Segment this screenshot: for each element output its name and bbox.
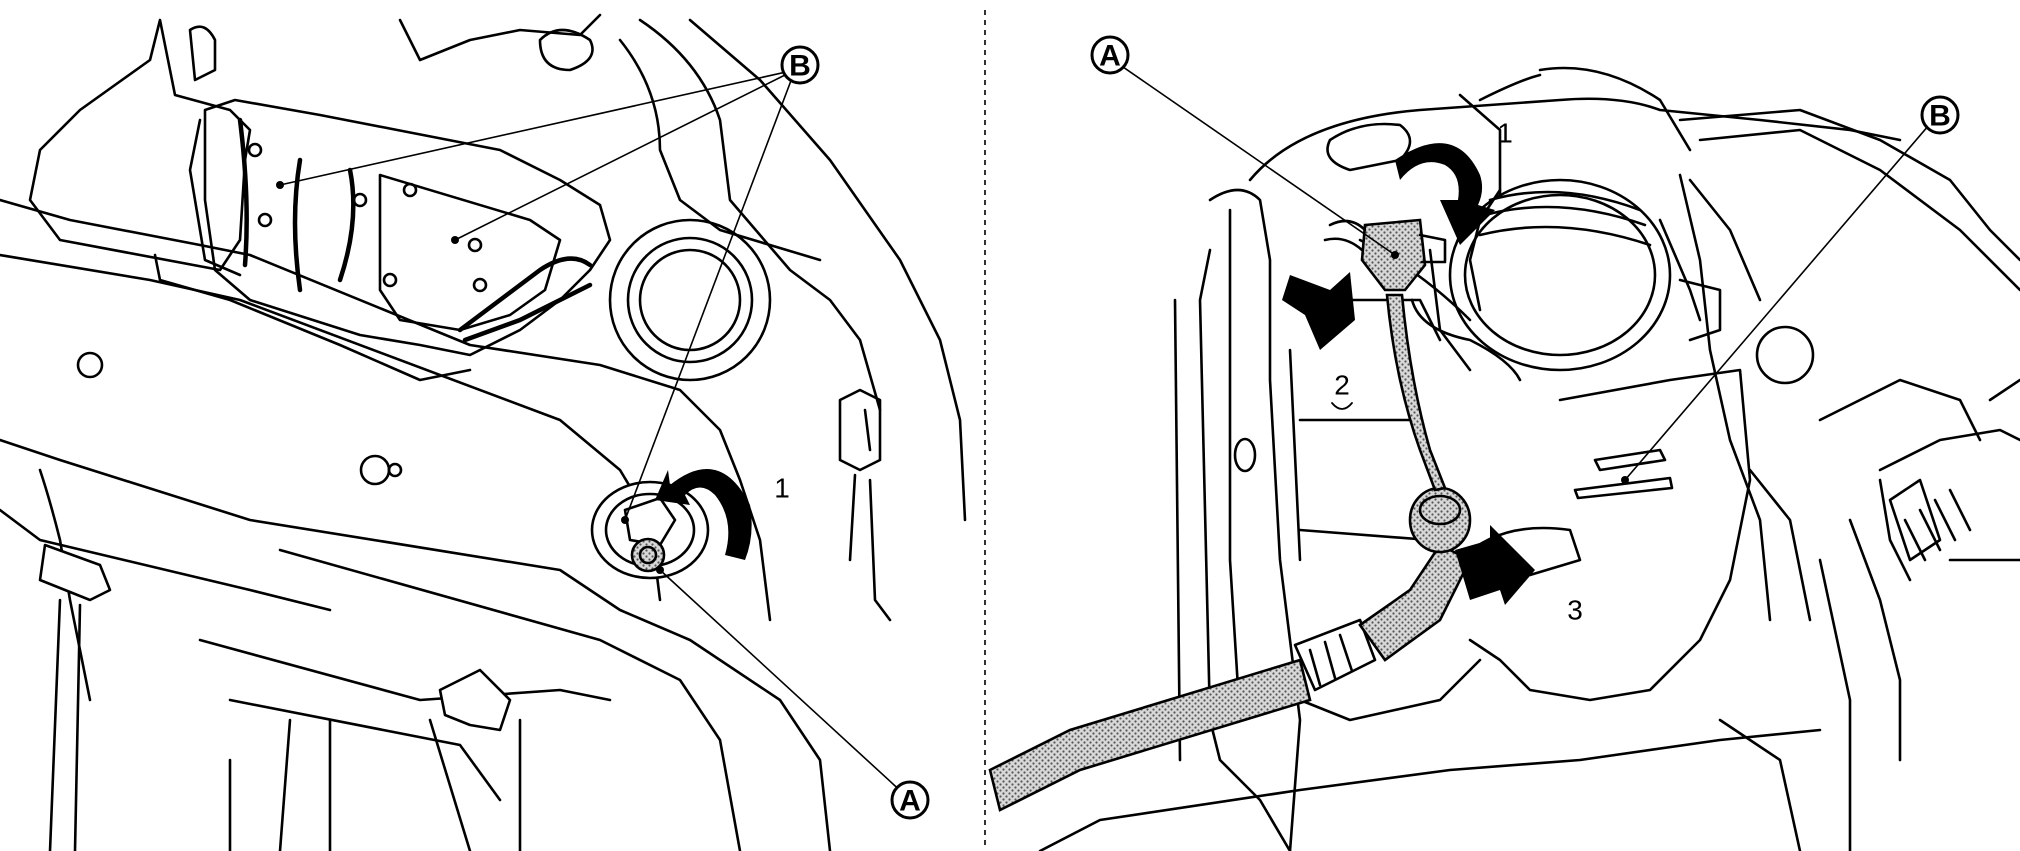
frame-rail: [203, 98, 612, 357]
large-opening: [608, 218, 772, 382]
arrow-step-1: [1395, 143, 1495, 245]
right-step-3-label: 3: [1567, 595, 1583, 626]
left-step-1-label: 1: [774, 473, 790, 504]
left-panel: B A 1: [0, 13, 967, 851]
right-step-2-label: 2: [1334, 370, 1350, 401]
leader-a-right: [1109, 57, 1396, 256]
callout-b-right-text: B: [1929, 100, 1951, 133]
leader-b1: [279, 69, 796, 186]
callout-a-right-text: A: [1099, 40, 1121, 73]
sensor-mount: [590, 480, 710, 580]
sensor-connector: [630, 537, 666, 573]
step-2-hook: [1331, 402, 1353, 410]
bracket-slot-1: [1593, 448, 1667, 472]
sensor-wire: [1385, 293, 1447, 492]
arrow-step-3: [1455, 525, 1535, 605]
upper-bracket: [28, 18, 252, 272]
leader-a: [659, 569, 906, 796]
bracket-slot-2: [1573, 476, 1674, 500]
brake-pad-plate: [378, 173, 562, 332]
hose-fitting: [1293, 618, 1377, 692]
right-step-1-label: 1: [1497, 118, 1513, 149]
sensor-grommet: [1408, 486, 1472, 554]
callout-a-left-text: A: [899, 785, 921, 818]
right-panel: A B 1 2 3: [988, 35, 2020, 851]
leader-b-right: [1624, 117, 1936, 481]
rotate-arrow: [655, 469, 752, 560]
booster-canister: [1448, 178, 1672, 372]
leader-b3: [624, 69, 796, 521]
leader-b2: [454, 69, 796, 241]
callout-a-left: A: [890, 780, 930, 820]
callout-b-right: B: [1920, 95, 1960, 135]
arrow-step-2: [1282, 272, 1355, 350]
callout-a-right: A: [1090, 35, 1130, 75]
callout-b-left-text: B: [789, 50, 811, 83]
callout-b-left: B: [780, 45, 820, 85]
brake-hose: [988, 658, 1312, 812]
